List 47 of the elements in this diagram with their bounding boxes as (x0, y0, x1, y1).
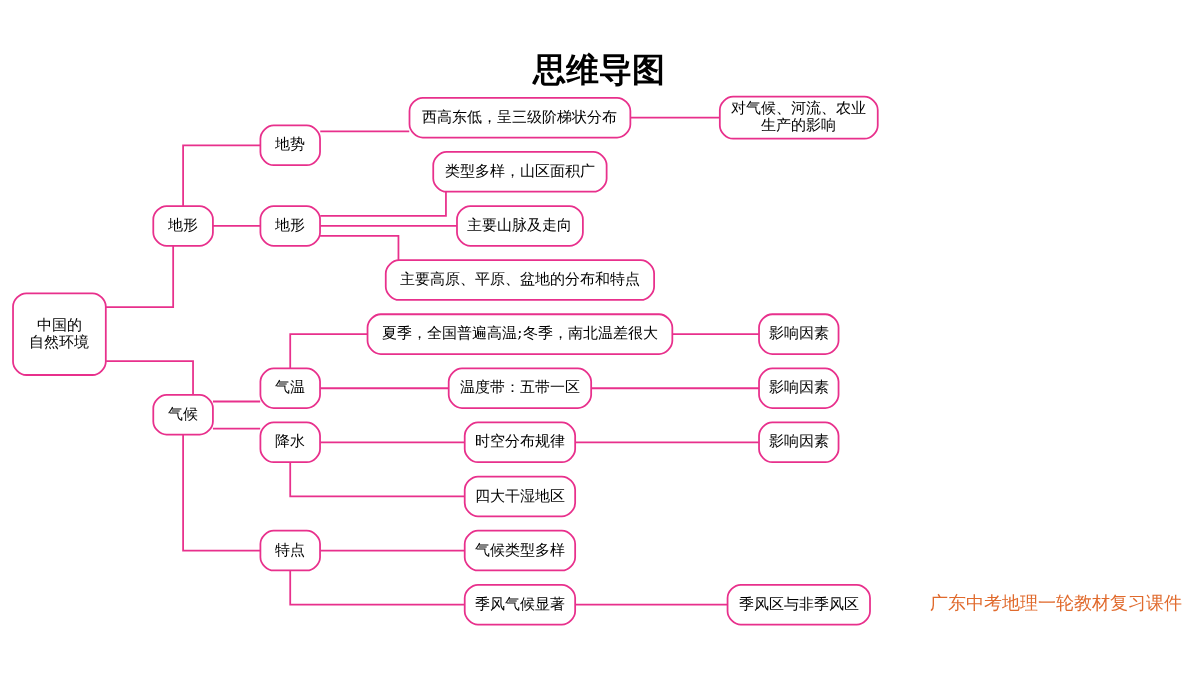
node-box: 气候 (152, 394, 214, 436)
node-box: 降水 (259, 421, 321, 464)
node-box: 四大干湿地区 (463, 475, 577, 518)
node-box: 时空分布规律 (463, 421, 577, 464)
connector (289, 461, 466, 498)
node-box: 气温 (259, 367, 321, 409)
connector (319, 234, 400, 261)
diagram-title: 思维导图 (533, 50, 666, 90)
node-box: 影响因素 (758, 313, 840, 355)
connector (105, 245, 175, 308)
node-box: 季风区与非季风区 (726, 583, 871, 626)
node-box: 地势 (259, 124, 321, 167)
connector (105, 360, 194, 396)
node-box: 季风气候显著 (463, 583, 577, 626)
node-box: 中国的自然环境 (12, 292, 107, 376)
connector (319, 190, 447, 217)
node-box: 主要高原、平原、盆地的分布和特点 (384, 259, 655, 301)
node-box: 气候类型多样 (463, 529, 577, 572)
connector (629, 116, 721, 119)
connector (182, 144, 262, 207)
node-box: 温度带：五带一区 (447, 367, 593, 409)
connector (590, 387, 760, 390)
connector (319, 130, 411, 133)
node-box: 影响因素 (758, 367, 840, 409)
node-box: 特点 (259, 529, 321, 572)
connector (319, 441, 466, 444)
node-box: 对气候、河流、农业生产的影响 (718, 95, 879, 140)
connector (212, 400, 262, 403)
node-box: 地形 (259, 205, 321, 247)
node-box: 夏季，全国普遍高温;冬季，南北温差很大 (366, 313, 674, 355)
node-box: 类型多样，山区面积广 (432, 151, 608, 193)
connector (212, 427, 262, 430)
connector (319, 387, 450, 390)
node-box: 主要山脉及走向 (456, 205, 584, 247)
label: 广东中考地理一轮教材复习课件 (930, 592, 1183, 613)
connector (671, 333, 760, 335)
connector (289, 333, 369, 369)
connector (182, 433, 262, 552)
connector (319, 225, 458, 227)
connector (212, 225, 262, 227)
node-box: 西高东低，呈三级阶梯状分布 (408, 96, 632, 139)
connector (574, 441, 760, 444)
connector (574, 603, 728, 606)
connector (319, 549, 466, 552)
node-box: 地形 (152, 205, 214, 247)
node-box: 影响因素 (758, 421, 840, 464)
connector (289, 569, 466, 606)
